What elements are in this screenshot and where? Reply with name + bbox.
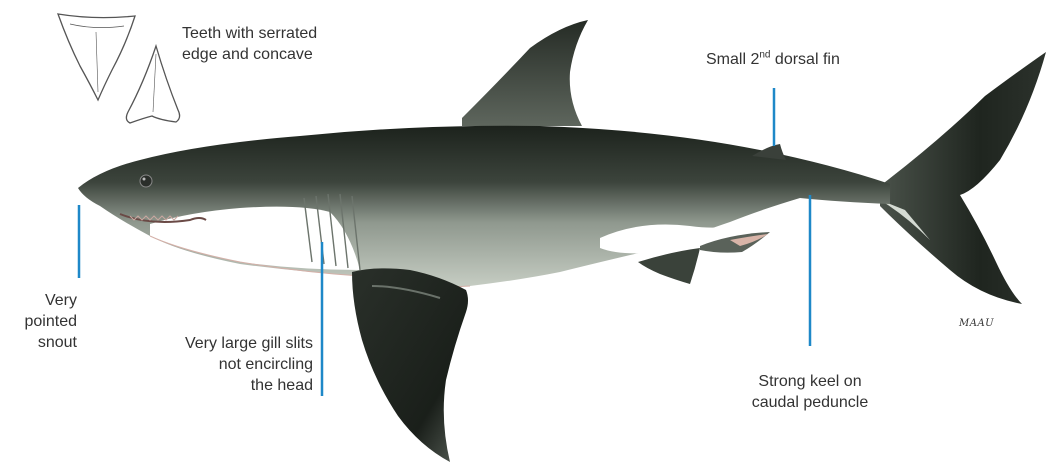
shark-belly: [150, 207, 360, 270]
label-gill-line-2: not encircling: [130, 354, 313, 375]
label-teeth-line-2: edge and concave: [182, 44, 317, 65]
tooth-upper-sketch: [58, 14, 135, 100]
pelvic-fin: [638, 248, 700, 284]
label-dorsal2-post: dorsal fin: [770, 51, 839, 68]
label-teeth-line-1: Teeth with serrated: [182, 23, 317, 44]
label-second-dorsal-fin: Small 2nd dorsal fin: [706, 49, 840, 70]
label-snout-line-1: Very: [0, 290, 77, 311]
eye: [140, 175, 152, 187]
label-keel-line-2: caudal peduncle: [720, 392, 900, 413]
artist-signature: MAAU: [959, 318, 994, 329]
tooth-lower-sketch: [126, 46, 179, 123]
label-gill-slits: Very large gill slits not encircling the…: [130, 333, 313, 396]
label-snout-line-3: snout: [0, 332, 77, 353]
label-gill-line-1: Very large gill slits: [130, 333, 313, 354]
caudal-fin: [880, 52, 1046, 304]
label-keel: Strong keel on caudal peduncle: [720, 371, 900, 413]
label-keel-line-1: Strong keel on: [720, 371, 900, 392]
pectoral-fin: [352, 268, 468, 462]
label-dorsal2-pre: Small 2: [706, 51, 759, 68]
label-snout: Very pointed snout: [0, 290, 77, 353]
label-snout-line-2: pointed: [0, 311, 77, 332]
label-teeth: Teeth with serrated edge and concave: [182, 23, 317, 65]
label-dorsal2-sup: nd: [759, 50, 770, 61]
eye-highlight: [143, 178, 146, 181]
label-gill-line-3: the head: [130, 375, 313, 396]
first-dorsal-fin: [462, 20, 588, 126]
